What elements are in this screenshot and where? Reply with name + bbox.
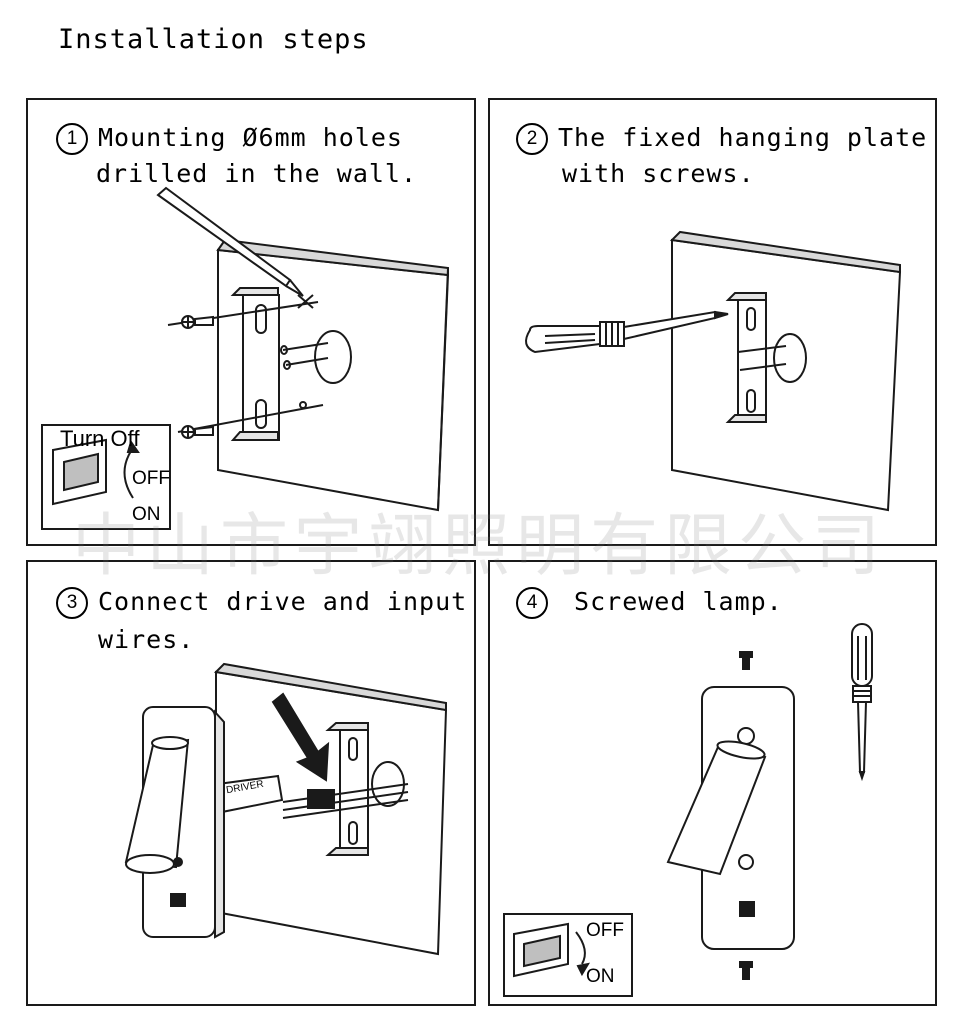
hanging-bracket — [737, 299, 767, 423]
turn-off-label: Turn Off — [60, 426, 140, 451]
screw-icon — [181, 425, 214, 439]
step-4-illustration — [503, 623, 873, 997]
step-4-number: 4 — [516, 587, 548, 619]
step-2-caption: 2 The fixed hanging plate — [516, 120, 927, 156]
step-2-panel: 2 The fixed hanging plate with screws. — [488, 98, 937, 546]
step-1-caption: 1 Mounting Ø6mm holes — [56, 120, 403, 156]
step-3-illustration — [124, 662, 448, 956]
screw-icon — [739, 961, 753, 980]
screwdriver-icon — [851, 623, 873, 782]
step-2-illustration — [525, 230, 902, 512]
pencil-icon — [156, 186, 304, 297]
switch-off-label: OFF — [586, 920, 624, 941]
wall-outlet — [314, 330, 352, 384]
wall — [215, 670, 448, 956]
step-2-line1: The fixed hanging plate — [558, 123, 928, 152]
step-3-caption: 3 Connect drive and input — [56, 584, 467, 620]
page-title: Installation steps — [58, 24, 369, 55]
step-4-panel: 4 Screwed lamp. — [488, 560, 937, 1006]
switch-off-label: OFF — [132, 468, 170, 489]
screwdriver-icon — [525, 310, 729, 354]
screw-icon — [181, 315, 214, 329]
switch-on-label: ON — [586, 966, 615, 987]
step-3-number: 3 — [56, 587, 88, 619]
wall-outlet — [371, 761, 405, 807]
usb-port — [170, 893, 186, 907]
arrow-down-icon — [271, 692, 330, 782]
switch-on-label: ON — [132, 504, 161, 525]
step-1-number: 1 — [56, 123, 88, 155]
step-1-line2: drilled in the wall. — [96, 159, 418, 188]
usb-port — [739, 901, 755, 917]
step-1-panel: 1 Mounting Ø6mm holes drilled in the wall… — [26, 98, 476, 546]
step-4-line1: Screwed lamp. — [558, 587, 783, 616]
step-1-line1: Mounting Ø6mm holes — [98, 123, 403, 152]
step-2-number: 2 — [516, 123, 548, 155]
step-2-line2: with screws. — [562, 159, 755, 188]
step-3-panel: 3 Connect drive and input wires. — [26, 560, 476, 1006]
step-4-caption: 4 Screwed lamp. — [516, 584, 783, 620]
screw-icon — [739, 651, 753, 670]
step-3-line1: Connect drive and input — [98, 587, 468, 616]
wall-outlet — [773, 333, 807, 383]
lamp-head — [124, 736, 190, 874]
lamp-head — [666, 740, 767, 876]
step-3-line2: wires. — [98, 625, 195, 654]
step-1-illustration — [41, 186, 450, 530]
